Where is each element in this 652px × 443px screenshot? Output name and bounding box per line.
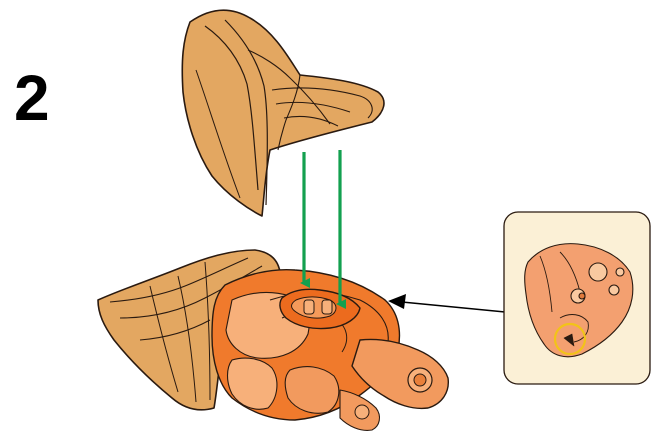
detail-inset bbox=[504, 212, 650, 384]
step-number: 2 bbox=[14, 66, 50, 130]
callout-pointer-arrow bbox=[388, 294, 505, 312]
internal-mechanism bbox=[212, 270, 448, 431]
top-shell-part bbox=[182, 10, 384, 216]
